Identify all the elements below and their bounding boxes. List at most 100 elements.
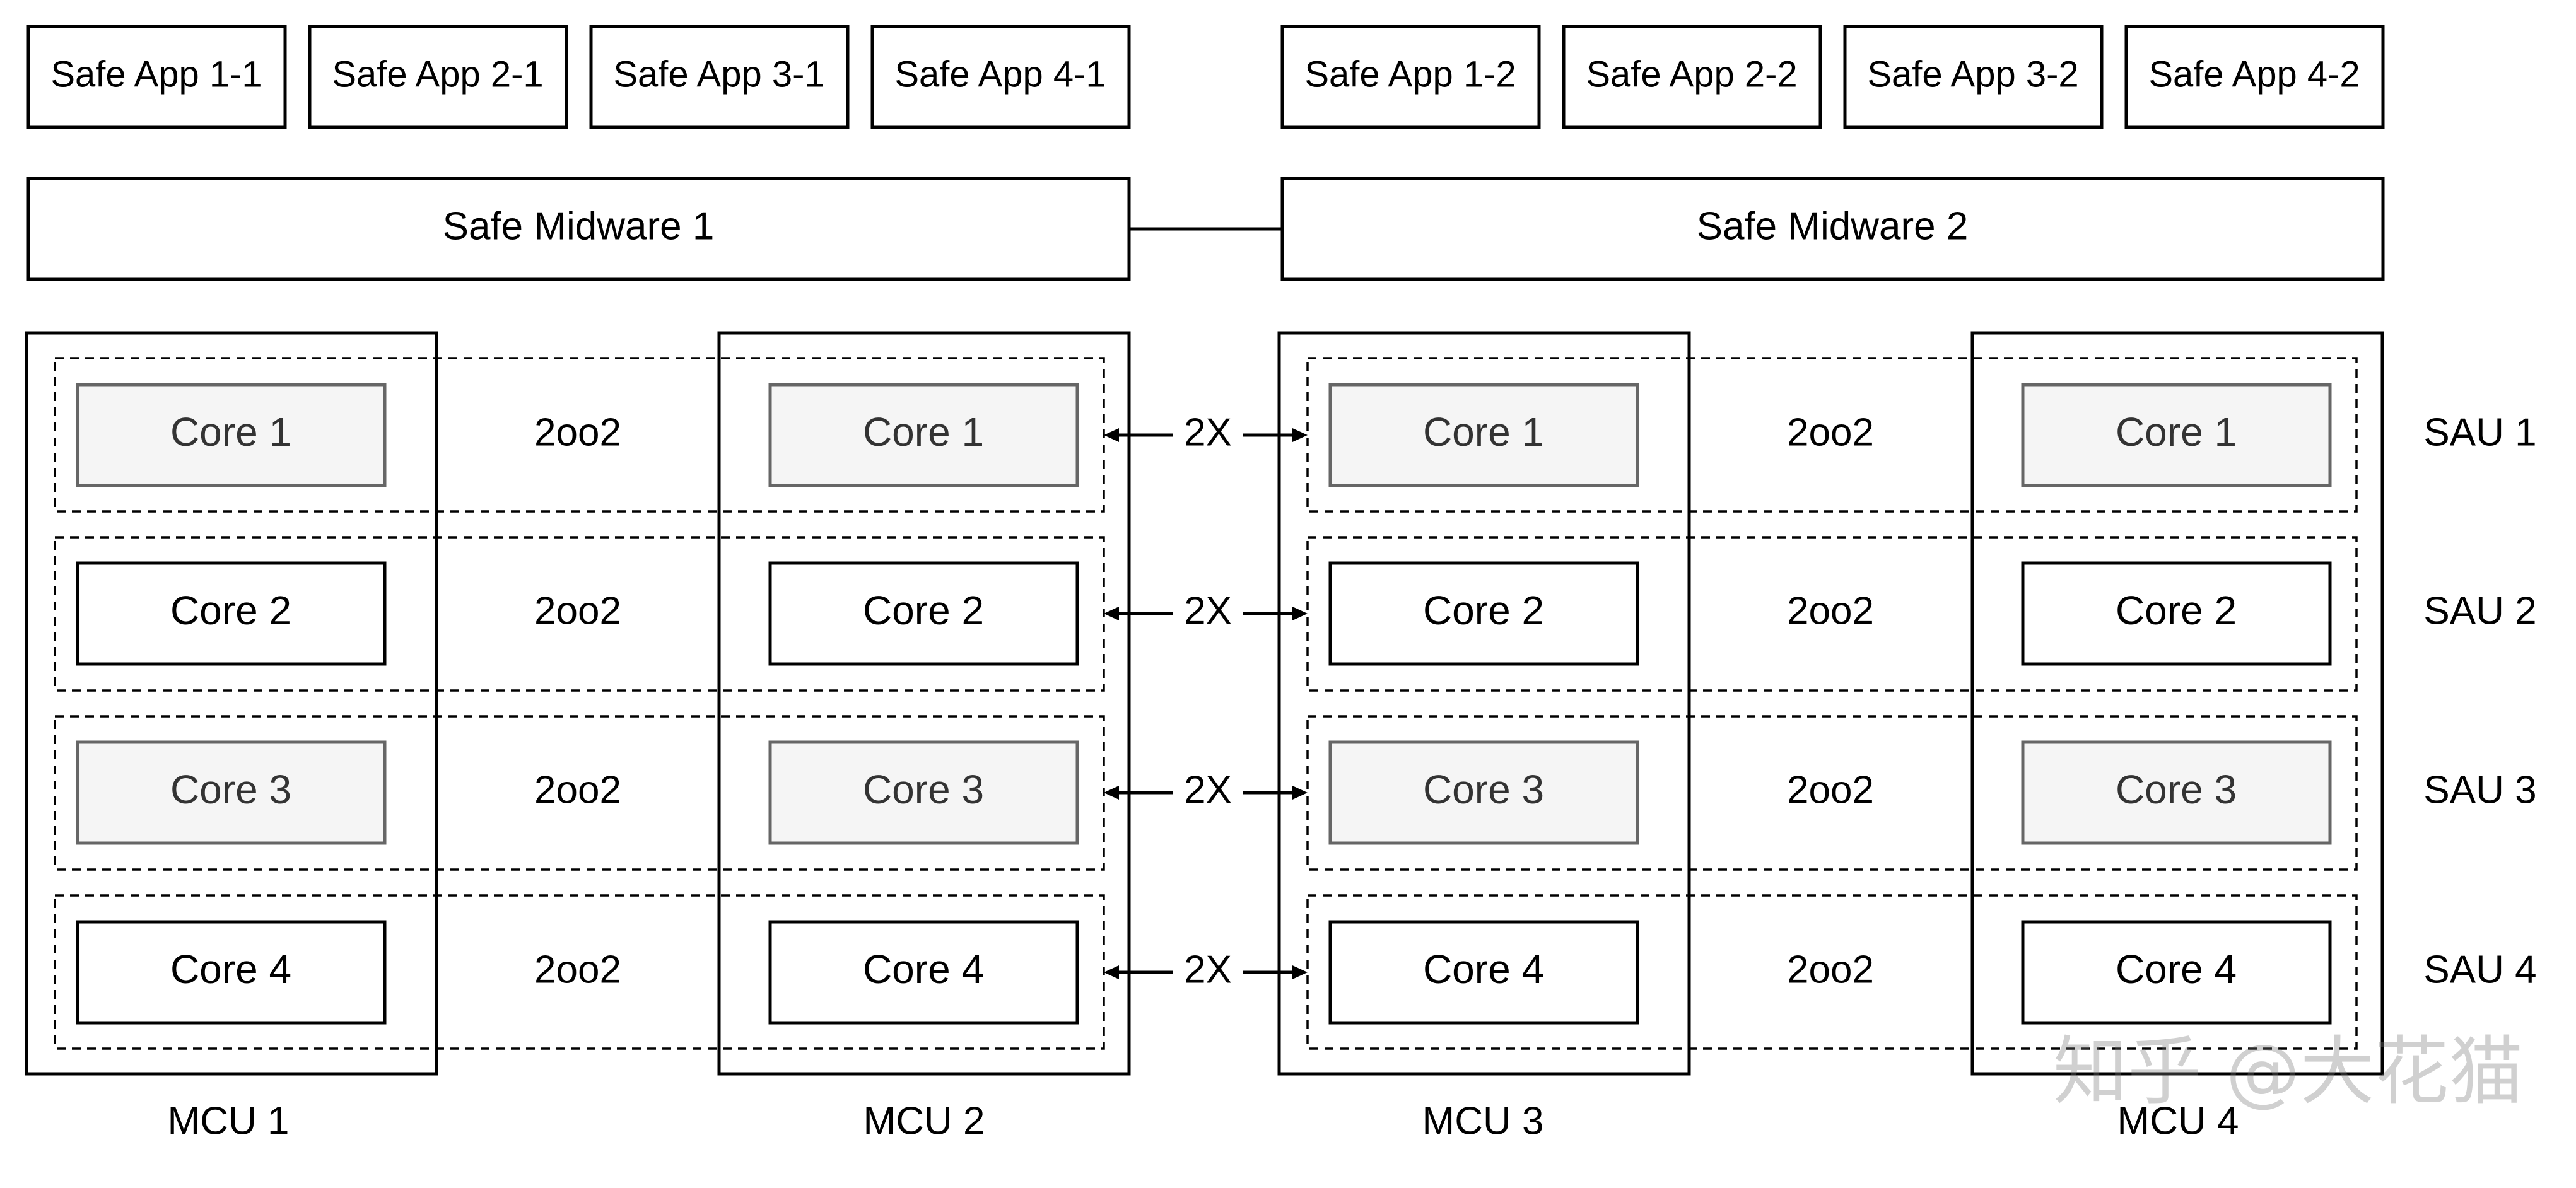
sau-label-3: SAU 3 [2423, 768, 2536, 812]
watermark: 知乎 @大花猫 [2053, 1028, 2524, 1115]
app-box-3-1 [589, 25, 850, 129]
cross-link-row-2: 2X [1104, 589, 1308, 632]
arrowhead-left [1104, 428, 1119, 442]
app-box-1-1 [26, 25, 287, 129]
cross-link-row-1: 2X [1104, 411, 1308, 454]
midware-label-2: Safe Midware 2 [1697, 204, 1969, 248]
sau-group-3-right [1306, 715, 2358, 871]
core-3-mcu-3 [1328, 740, 1639, 845]
cross-link-row-3: 2X [1104, 768, 1308, 812]
cross-link-label: 2X [1184, 411, 1232, 454]
core-label: Core 3 [863, 767, 984, 812]
core-row-4: Core 4 2oo2 Core 4 Core 4 2oo2 Core 4 SA… [76, 920, 2537, 1025]
core-2-mcu-1 [76, 561, 387, 666]
app-label-1-2: Safe App 1-2 [1304, 54, 1516, 95]
core-3-mcu-2 [768, 740, 1079, 845]
core-label: Core 4 [1423, 946, 1544, 992]
sau-groups [54, 357, 2358, 1050]
redundancy-label: 2oo2 [534, 948, 621, 991]
arrowhead-right [1292, 607, 1308, 620]
core-2-mcu-3 [1328, 561, 1639, 666]
arrowhead-left [1104, 965, 1119, 979]
app-row-2: Safe App 1-2 Safe App 2-2 Safe App 3-2 S… [1280, 25, 2385, 129]
mcu-label-2: MCU 2 [864, 1099, 985, 1143]
app-label-2-1: Safe App 2-1 [332, 54, 543, 95]
core-3-mcu-1 [76, 740, 387, 845]
midware-label-1: Safe Midware 1 [443, 204, 715, 248]
cross-link-label: 2X [1184, 768, 1232, 812]
core-label: Core 3 [1423, 767, 1544, 812]
midware-row: Safe Midware 1 Safe Midware 2 [26, 177, 2385, 281]
redundancy-label: 2oo2 [1787, 948, 1874, 991]
redundancy-label: 2oo2 [1787, 768, 1874, 812]
mcu-frame-3 [1277, 331, 1691, 1076]
sau-group-1-right [1306, 357, 2358, 513]
core-row-1: Core 1 2oo2 Core 1 Core 1 2oo2 Core 1 SA… [76, 383, 2537, 487]
mcu-frames [25, 331, 2384, 1076]
core-row-3: Core 3 2oo2 Core 3 Core 3 2oo2 Core 3 SA… [76, 740, 2537, 845]
core-4-mcu-2 [768, 920, 1079, 1025]
arrowhead-right [1292, 428, 1308, 442]
sau-group-2-right [1306, 536, 2358, 692]
core-1-mcu-2 [768, 383, 1079, 487]
mcu-frame-2 [717, 331, 1131, 1076]
sau-label-4: SAU 4 [2423, 948, 2536, 991]
app-label-3-1: Safe App 3-1 [613, 54, 824, 95]
core-4-mcu-3 [1328, 920, 1639, 1025]
redundancy-label: 2oo2 [1787, 411, 1874, 454]
core-1-mcu-4 [2021, 383, 2332, 487]
app-box-2-2 [1562, 25, 1822, 129]
app-label-4-2: Safe App 4-2 [2148, 54, 2360, 95]
sau-group-2-left [54, 536, 1105, 692]
core-label: Core 1 [1423, 409, 1544, 455]
cross-links: 2X 2X 2X 2X [1104, 411, 1308, 991]
mcu-frame-1 [25, 331, 438, 1076]
core-3-mcu-4 [2021, 740, 2332, 845]
arrowhead-right [1292, 786, 1308, 800]
arrowhead-left [1104, 786, 1119, 800]
app-box-2-1 [308, 25, 568, 129]
mcu-label-1: MCU 1 [168, 1099, 290, 1143]
core-1-mcu-3 [1328, 383, 1639, 487]
redundancy-label: 2oo2 [1787, 589, 1874, 632]
app-box-4-1 [870, 25, 1131, 129]
core-label: Core 2 [2116, 588, 2237, 633]
core-label: Core 1 [170, 409, 291, 455]
cross-link-row-4: 2X [1104, 948, 1308, 991]
core-label: Core 3 [2116, 767, 2237, 812]
core-2-mcu-2 [768, 561, 1079, 666]
core-label: Core 1 [863, 409, 984, 455]
core-4-mcu-1 [76, 920, 387, 1025]
core-label: Core 2 [1423, 588, 1544, 633]
redundancy-label: 2oo2 [534, 768, 621, 812]
sau-group-4-right [1306, 894, 2358, 1050]
redundancy-label: 2oo2 [534, 411, 621, 454]
core-label: Core 4 [170, 946, 291, 992]
cross-link-label: 2X [1184, 948, 1232, 991]
app-box-3-2 [1843, 25, 2104, 129]
core-row-2: Core 2 2oo2 Core 2 Core 2 2oo2 Core 2 SA… [76, 561, 2537, 666]
core-1-mcu-1 [76, 383, 387, 487]
sau-group-1-left [54, 357, 1105, 513]
core-label: Core 2 [863, 588, 984, 633]
sau-label-1: SAU 1 [2423, 411, 2536, 454]
app-box-4-2 [2124, 25, 2385, 129]
core-4-mcu-4 [2021, 920, 2332, 1025]
midware-box-2 [1280, 177, 2385, 281]
core-2-mcu-4 [2021, 561, 2332, 666]
app-label-4-1: Safe App 4-1 [894, 54, 1106, 95]
redundancy-label: 2oo2 [534, 589, 621, 632]
sau-label-2: SAU 2 [2423, 589, 2536, 632]
app-box-1-2 [1280, 25, 1541, 129]
sau-group-4-left [54, 894, 1105, 1050]
midware-box-1 [26, 177, 1131, 281]
app-label-1-1: Safe App 1-1 [50, 54, 262, 95]
arrowhead-right [1292, 965, 1308, 979]
core-label: Core 3 [170, 767, 291, 812]
core-label: Core 1 [2116, 409, 2237, 455]
core-label: Core 2 [170, 588, 291, 633]
core-label: Core 4 [863, 946, 984, 992]
mcu-frame-4 [1970, 331, 2384, 1076]
mcu-label-4: MCU 4 [2117, 1099, 2239, 1143]
